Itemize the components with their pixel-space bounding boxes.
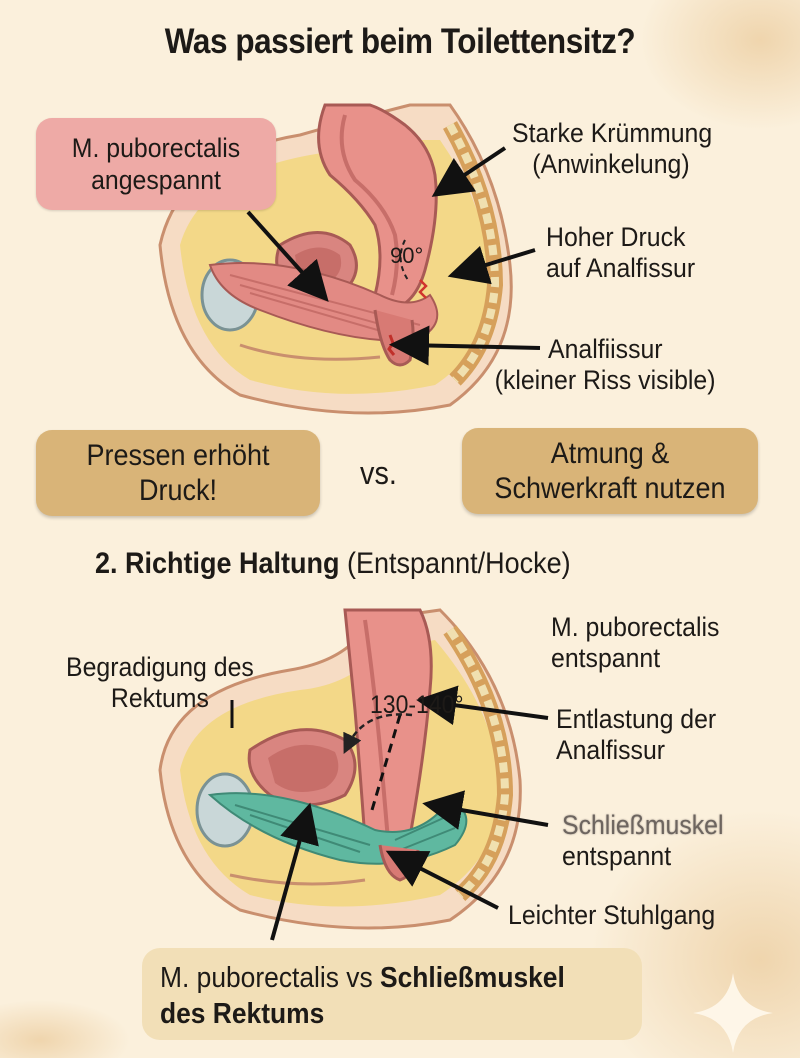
puborectalis-tense-box: M. puborectalis angespannt xyxy=(36,118,276,210)
label-sphincter-line2: entspannt xyxy=(562,841,672,871)
label-relief: Entlastung der Analfissur xyxy=(556,704,716,766)
pressing-box: Pressen erhöht Druck! xyxy=(36,430,320,516)
callout-curvature-line2: (Anwinkelung) xyxy=(532,149,690,179)
arrow-pressure xyxy=(447,245,536,285)
section2-heading-rest: (Entspannt/Hocke) xyxy=(339,547,571,580)
label-sphincter: Schließmuskel entspannt xyxy=(562,810,724,872)
section2-heading: 2. Richtige Haltung (Entspannt/Hocke) xyxy=(95,547,571,581)
callout-curvature-line1: Starke Krümmung xyxy=(512,118,713,148)
arrow-puborectalis xyxy=(246,210,329,302)
bottom-arrows xyxy=(230,685,549,941)
callout-curvature: Starke Krümmung (Anwinkelung) xyxy=(512,118,712,180)
angle-130-label: 130-140° xyxy=(370,691,464,719)
sparkle-icon xyxy=(693,973,773,1053)
breathing-line1: Atmung & xyxy=(550,437,670,470)
label-puborectalis-line1: M. puborectalis xyxy=(551,612,720,642)
callout-pressure-line2: auf Analfissur xyxy=(546,253,696,283)
callout-pressure-line1: Hoher Druck xyxy=(546,222,686,252)
arrow-easy xyxy=(385,850,499,910)
callout-fissure-line1: Analfiissur xyxy=(548,334,663,364)
puborectalis-tense-line1: M. puborectalis xyxy=(71,133,241,163)
breathing-line2: Schwerkraft nutzen xyxy=(494,472,726,505)
bottom-summary-part3: des Rektums xyxy=(160,998,325,1030)
label-sphincter-line1: Schließmuskel xyxy=(562,810,724,840)
callout-fissure: Analfiissur (kleiner Riss visible) xyxy=(495,334,716,396)
label-easy: Leichter Stuhlgang xyxy=(508,900,716,930)
pressing-line1: Pressen erhöht xyxy=(86,439,270,472)
top-arrows xyxy=(246,146,541,366)
breathing-box: Atmung & Schwerkraft nutzen xyxy=(462,428,758,514)
label-puborectalis-line2: entspannt xyxy=(551,643,661,673)
callout-fissure-line2: (kleiner Riss visible) xyxy=(494,365,716,395)
bottom-summary-part2: Schließmuskel xyxy=(380,962,565,994)
bottom-summary-box: M. puborectalis vs Schließmuskel des Rek… xyxy=(142,948,642,1040)
callout-pressure: Hoher Druck auf Analfissur xyxy=(546,222,695,284)
label-straightening-line1: Begradigung des xyxy=(66,652,254,682)
bottom-summary-part1: M. puborectalis vs xyxy=(160,962,381,994)
arrow-muscle-up xyxy=(270,802,319,941)
label-straightening-line2: Rektums xyxy=(110,683,209,713)
arrow-curvature xyxy=(431,146,507,197)
pressing-line2: Druck! xyxy=(138,474,218,507)
label-puborectalis-relaxed: M. puborectalis entspannt xyxy=(551,612,719,674)
puborectalis-tense-line2: angespannt xyxy=(91,165,221,195)
label-relief-line2: Analfissur xyxy=(556,735,666,765)
arrow-sphincter xyxy=(422,790,549,830)
arrow-relief xyxy=(416,685,549,726)
page-title: Was passiert beim Toilettensitz? xyxy=(164,22,636,61)
angle-90-label: 90° xyxy=(390,243,423,268)
label-relief-line1: Entlastung der xyxy=(556,704,717,734)
vs-label: vs. xyxy=(360,455,397,491)
section2-heading-bold: 2. Richtige Haltung xyxy=(95,547,340,580)
label-straightening: Begradigung des Rektums xyxy=(66,652,254,714)
arrow-fissure xyxy=(389,325,541,366)
